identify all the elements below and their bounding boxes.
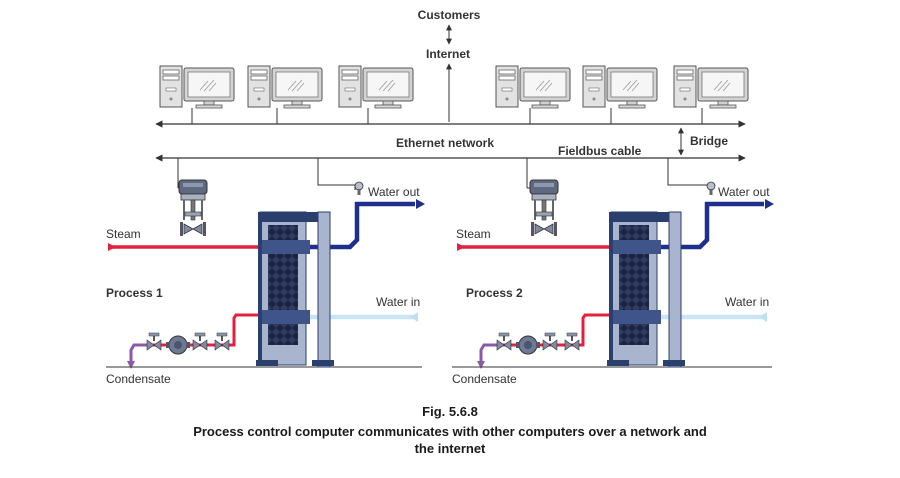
- figure-caption-line-2: the internet: [414, 441, 486, 456]
- valve-icon: [564, 332, 580, 351]
- control-valve-icon: [178, 179, 208, 237]
- condensate-label: Condensate: [106, 372, 171, 386]
- valve-icon: [146, 332, 162, 351]
- ethernet-bus: [155, 108, 746, 128]
- fieldbus-label: Fieldbus cable: [558, 144, 642, 158]
- computer-icon: [673, 65, 749, 109]
- figure-number: Fig. 5.6.8: [422, 404, 478, 419]
- computer-icon: [247, 65, 323, 109]
- temperature-sensor-icon: [706, 181, 716, 196]
- bridge-label: Bridge: [690, 134, 728, 148]
- fieldbus-bus: [155, 154, 746, 190]
- condensate-label: Condensate: [452, 372, 517, 386]
- figure-caption-line-1: Process control computer communicates wi…: [193, 424, 707, 439]
- water-in-label: Water in: [376, 295, 420, 309]
- ethernet-label: Ethernet network: [396, 136, 494, 150]
- heat-exchanger-icon: [607, 211, 685, 368]
- water-out-label: Water out: [368, 185, 420, 199]
- temperature-sensor-icon: [354, 181, 364, 196]
- steam-trap-icon: [515, 335, 541, 355]
- customers-label: Customers: [418, 8, 481, 22]
- computer-icon: [495, 65, 571, 109]
- valve-icon: [496, 332, 512, 351]
- steam-label: Steam: [456, 227, 491, 241]
- process-2: Steam Process 2 Water out Water in Conde…: [452, 179, 774, 386]
- water-in-label: Water in: [725, 295, 769, 309]
- computer-icon: [582, 65, 658, 109]
- internet-label: Internet: [426, 47, 470, 61]
- computer-icon: [159, 65, 235, 109]
- water-out-label: Water out: [718, 185, 770, 199]
- process-label: Process 2: [466, 286, 523, 300]
- valve-icon: [542, 332, 558, 351]
- heat-exchanger-icon: [256, 211, 334, 368]
- valve-icon: [214, 332, 230, 351]
- steam-label: Steam: [106, 227, 141, 241]
- control-valve-icon: [529, 179, 559, 237]
- process-label: Process 1: [106, 286, 163, 300]
- process-1: Steam Process 1 Water out Water in Conde…: [106, 179, 425, 386]
- computer-icon: [338, 65, 414, 109]
- valve-icon: [192, 332, 208, 351]
- steam-trap-icon: [165, 335, 191, 355]
